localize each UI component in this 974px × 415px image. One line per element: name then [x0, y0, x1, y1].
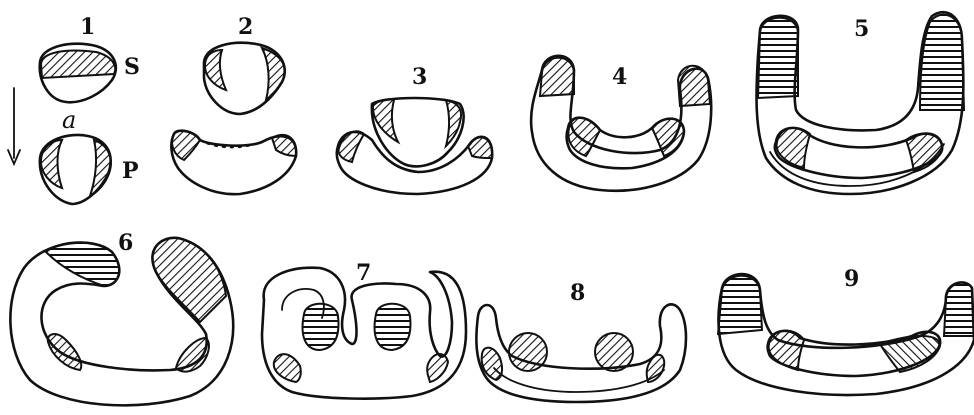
stage-1-marker-s: S [124, 54, 140, 80]
stage-2-lower-shading-right [272, 135, 296, 156]
stage-5: 5 [756, 12, 964, 194]
stage-7: 7 [262, 260, 466, 399]
stage-4: 4 [531, 56, 711, 191]
stage-9-inner-shading-right [880, 336, 940, 372]
stage-8: 8 [476, 280, 686, 402]
stage-5-top-left-shading [758, 18, 798, 98]
stage-4-number: 4 [612, 64, 627, 90]
stage-6-top-right-shading [152, 238, 226, 322]
stage-1: 1 S a P [8, 14, 140, 204]
stage-3: 3 [337, 64, 492, 194]
stage-8-number: 8 [570, 280, 585, 306]
stage-7-inner-shading-left [274, 354, 301, 382]
stage-8-inner-line [494, 368, 664, 392]
stage-7-right-lobe [375, 304, 411, 350]
stage-8-outer-shape [476, 304, 686, 402]
stage-9: 9 [718, 266, 974, 395]
stage-7-inner-shading-right [427, 354, 448, 382]
stage-6-top-left-shading [46, 242, 119, 286]
stage-5-number: 5 [854, 16, 869, 42]
stage-9-inner-shading-left [769, 331, 804, 370]
stage-9-number: 9 [844, 266, 859, 292]
stage-8-left-sphere [509, 333, 547, 371]
stage-8-right-sphere [595, 333, 633, 371]
stage-5-top-right-shading [920, 15, 964, 110]
stage-1-marker-a: a [62, 106, 76, 134]
stage-9-right-shading [944, 283, 974, 336]
stage-1-number: 1 [80, 14, 95, 40]
direction-arrow [8, 88, 20, 164]
stage-2-lower-shading-left [172, 131, 200, 160]
stage-2-number: 2 [238, 14, 253, 40]
stage-3-outer-shading-right [468, 137, 492, 158]
stage-4-inner-shading-left [568, 118, 600, 156]
stage-6: 6 [10, 230, 233, 405]
stage-6-inner-shading-left [48, 334, 81, 370]
stage-9-left-shading [718, 276, 762, 334]
stage-2: 2 [171, 14, 296, 194]
stage-6-number: 6 [118, 230, 133, 256]
stage-7-number: 7 [356, 260, 371, 286]
stage-2-upper-shading-left [205, 50, 226, 90]
stage-4-top-left-shading [540, 58, 574, 96]
stage-4-top-right-shading [678, 66, 710, 106]
stage-2-upper-shading-right [262, 48, 285, 100]
stage-7-left-lobe [303, 304, 339, 350]
stage-5-inner-shading-left [777, 128, 810, 168]
stage-1-marker-p: P [122, 158, 139, 184]
stage-1-upper-shading [41, 51, 115, 79]
stage-6-inner-shading-right [176, 338, 209, 372]
stage-3-number: 3 [412, 64, 427, 90]
